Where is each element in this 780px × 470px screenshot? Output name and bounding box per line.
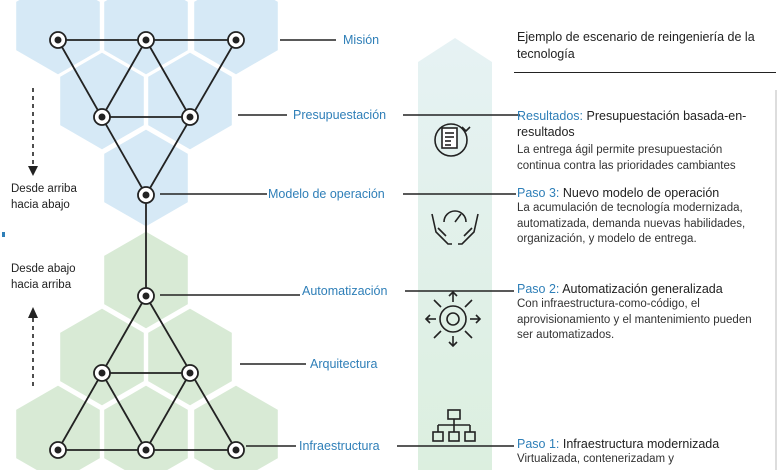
layer-label-modelo-operacion: Modelo de operación: [268, 187, 385, 201]
step-prefix: Paso 3:: [517, 186, 560, 200]
panel-title-underline: [514, 72, 776, 73]
bottom-up-arrow: [28, 307, 38, 390]
step-body: Virtualizada, contenerizadam y: [517, 453, 675, 465]
node: [181, 364, 199, 382]
node: [49, 31, 67, 49]
step-title: Automatización generalizada: [562, 282, 723, 296]
network-nodes: [49, 31, 245, 459]
hexagon-background: [13, 0, 281, 470]
node: [93, 108, 111, 126]
top-down-arrow: [28, 88, 38, 176]
hands-gauge-icon: [431, 210, 479, 245]
top-down-label: Desde arriba hacia abajo: [11, 183, 77, 211]
step-title: Presupuestación basada-en-resultados: [517, 109, 747, 139]
node: [227, 441, 245, 459]
step-body: Con infraestructura-como-código, el apro…: [517, 298, 752, 341]
node: [137, 31, 155, 49]
layer-label-automatizacion: Automatización: [302, 284, 388, 298]
panel-title: Ejemplo de escenario de reingeniería de …: [517, 30, 755, 61]
node: [227, 31, 245, 49]
node: [93, 364, 111, 382]
node: [137, 441, 155, 459]
step-title: Infraestructura modernizada: [562, 437, 720, 451]
network-hierarchy-icon: [432, 409, 476, 442]
label-connectors: [160, 39, 520, 447]
vertical-column: [418, 38, 492, 470]
layer-label-presupuestacion: Presupuestación: [293, 108, 386, 122]
hexagon-tile: [191, 382, 281, 470]
step-body: La entrega ágil permite presupuestación …: [517, 144, 736, 172]
hexagon-tile: [145, 49, 235, 153]
step-prefix: Paso 2:: [517, 282, 560, 296]
layer-label-mision: Misión: [343, 33, 379, 47]
node: [137, 186, 155, 204]
step-paso-1: Paso 1: Infraestructura modernizada Virt…: [517, 436, 762, 468]
step-prefix: Paso 1:: [517, 437, 560, 451]
left-edge-marker: [2, 232, 5, 237]
step-paso-3: Paso 3: Nuevo modelo de operación La acu…: [517, 185, 757, 248]
node: [181, 108, 199, 126]
bottom-up-label: Desde abajo hacia arriba: [11, 263, 76, 291]
step-body: La acumulación de tecnología modernizada…: [517, 202, 746, 245]
hexagon-tile: [101, 382, 191, 470]
gear-arrows-icon: [424, 290, 482, 348]
layer-label-arquitectura: Arquitectura: [310, 357, 377, 371]
hexagon-tile: [145, 305, 235, 409]
step-prefix: Resultados:: [517, 109, 584, 123]
step-paso-2: Paso 2: Automatización generalizada Con …: [517, 281, 762, 344]
step-title: Nuevo modelo de operación: [562, 186, 720, 200]
budget-document-icon: [434, 123, 471, 157]
layer-label-infraestructura: Infraestructura: [299, 439, 380, 453]
node: [49, 441, 67, 459]
step-resultados: Resultados: Presupuestación basada-en-re…: [517, 108, 767, 174]
node: [137, 287, 155, 305]
